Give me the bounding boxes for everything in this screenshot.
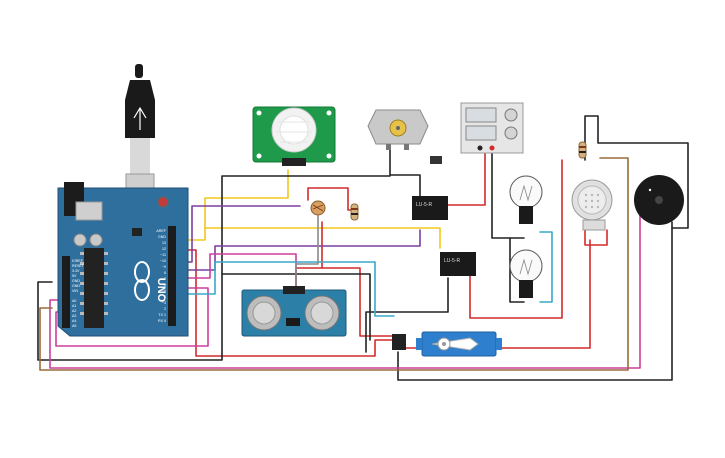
wire-black-servo[interactable]	[397, 221, 673, 381]
analog-label: A2	[72, 309, 76, 313]
relay-bottom-label: LU-5-R	[444, 258, 461, 264]
wire-black-mic[interactable]	[584, 115, 689, 229]
power-label: 5V	[72, 274, 77, 278]
light-bulb-top[interactable]	[509, 175, 543, 224]
analog-label: A3	[72, 314, 76, 318]
usb-cable[interactable]	[125, 64, 155, 209]
light-bulb-bottom[interactable]	[509, 249, 543, 298]
digital-label: AREF	[156, 229, 166, 233]
analog-label: A0	[72, 299, 76, 303]
resistor-right[interactable]	[578, 141, 587, 159]
photoresistor[interactable]	[310, 200, 326, 216]
dc-motor[interactable]	[367, 109, 429, 150]
wire-black-top[interactable]	[221, 175, 391, 275]
digital-pin-labels: AREF GND 13 12 ~11 ~10 ~9 8 7 ~6 ~5 4 ~3 2 TX 1 RX 0	[156, 229, 166, 323]
digital-label: TX 1	[158, 313, 166, 317]
digital-label: 2	[164, 307, 166, 311]
digital-label: ~5	[162, 289, 166, 293]
power-label: VIN	[72, 289, 78, 293]
reset-button[interactable]	[157, 196, 169, 208]
wire-gray-ldr[interactable]	[295, 215, 319, 291]
wire-yellow-pir[interactable]	[177, 169, 289, 241]
pir-motion-sensor[interactable]	[252, 106, 336, 166]
digital-label: ~9	[162, 265, 166, 269]
wire-yellow-lamp[interactable]	[204, 227, 441, 249]
digital-label: ~6	[162, 283, 166, 287]
wire-pink[interactable]	[49, 211, 641, 369]
digital-label: RX 0	[158, 319, 166, 323]
arduino-uno-board[interactable]: UNO AREF GND 13 12 ~11 ~10 ~9 8 7 ~6 ~5 4 ~3 2 TX 1 RX …	[57, 64, 189, 337]
wire-layer	[37, 115, 689, 381]
digital-header[interactable]	[168, 226, 176, 326]
wire-red-ldr[interactable]	[307, 187, 356, 211]
power-label: IOREF	[72, 259, 84, 263]
wire-black-supply[interactable]	[491, 149, 525, 239]
analog-label: A4	[72, 319, 76, 323]
wire-black-main[interactable]	[37, 273, 371, 361]
wire-black-relay[interactable]	[365, 277, 449, 353]
wire-red-supply[interactable]	[447, 149, 486, 206]
wire-purple[interactable]	[177, 229, 421, 271]
ultrasonic-sensor[interactable]	[241, 286, 347, 337]
servo-motor[interactable]	[392, 331, 502, 357]
digital-label: 4	[164, 295, 166, 299]
digital-label: 13	[162, 241, 166, 245]
power-label: GND	[72, 284, 80, 288]
arduino-logo: UNO	[134, 261, 167, 303]
digital-label: 7	[164, 277, 166, 281]
wire-cyan-bulb[interactable]	[539, 231, 553, 303]
relay-top-label: LU-5-R	[416, 202, 433, 208]
relay-top[interactable]: LU-5-R	[412, 196, 448, 220]
digital-label: 12	[162, 247, 166, 251]
power-header[interactable]	[62, 256, 70, 328]
atmega-chip	[84, 248, 104, 328]
wire-red-main[interactable]	[179, 249, 393, 357]
usb-port	[75, 201, 103, 221]
power-label: GND	[72, 279, 80, 283]
toggle-switch[interactable]	[430, 156, 442, 164]
resistor-middle[interactable]	[350, 203, 359, 221]
power-supply[interactable]	[460, 102, 524, 154]
relay-bottom[interactable]: LU-5-R	[440, 252, 476, 276]
wire-red-relay2[interactable]	[469, 159, 563, 319]
analog-label: A1	[72, 304, 76, 308]
sound-sensor[interactable]	[571, 179, 613, 231]
digital-label: ~10	[160, 259, 166, 263]
wire-black-bulb[interactable]	[509, 237, 525, 303]
wire-pink-3[interactable]	[55, 287, 209, 347]
digital-label: ~3	[162, 301, 166, 305]
arduino-logo-text: UNO	[155, 278, 167, 303]
wire-cyan[interactable]	[177, 261, 395, 317]
wire-red-mic[interactable]	[584, 229, 608, 246]
digital-label: GND	[158, 235, 166, 239]
digital-label: 8	[164, 271, 166, 275]
power-label: RESET	[72, 264, 85, 268]
analog-label: A5	[72, 324, 76, 328]
piezo-buzzer[interactable]	[634, 175, 684, 225]
digital-label: ~11	[160, 253, 166, 257]
power-label: 3.3V	[72, 269, 80, 273]
wire-brown[interactable]	[39, 157, 629, 371]
wire-black-motor[interactable]	[389, 147, 421, 199]
